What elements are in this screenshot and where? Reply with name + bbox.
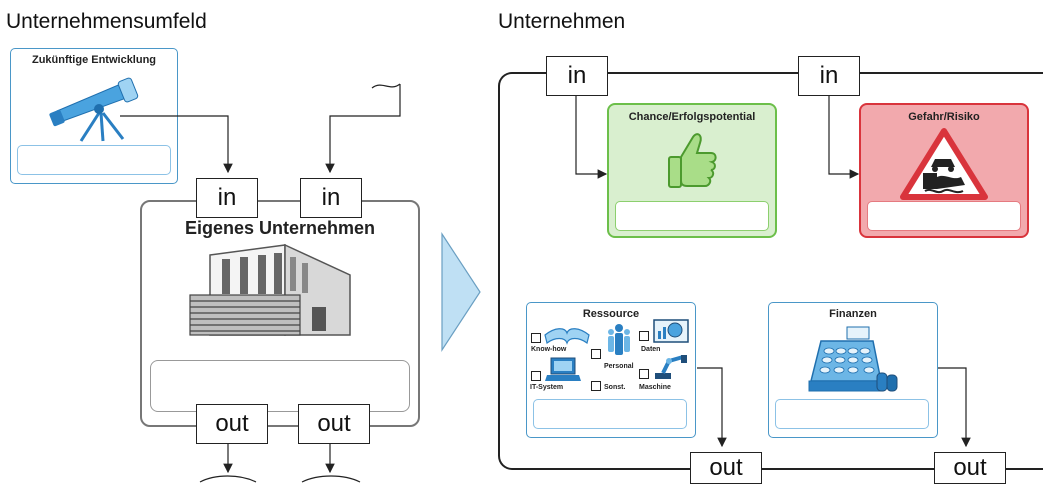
book-icon xyxy=(544,328,590,345)
right-port-out-2[interactable]: out xyxy=(934,452,1006,484)
left-port-out-2[interactable]: out xyxy=(298,404,370,444)
personal-checkbox[interactable] xyxy=(591,349,601,359)
daten-checkbox[interactable] xyxy=(639,331,649,341)
finance-card-field[interactable] xyxy=(775,399,929,429)
resource-card[interactable]: Ressource Know-how Personal Daten IT-Sys… xyxy=(526,302,696,438)
chart-document-icon xyxy=(653,319,689,343)
people-icon xyxy=(608,324,630,355)
resource-card-title: Ressource xyxy=(582,308,640,320)
left-port-out-1[interactable]: out xyxy=(196,404,268,444)
cash-register-icon xyxy=(808,326,898,392)
risk-card-field[interactable] xyxy=(867,201,1021,231)
risk-card[interactable]: Gefahr/Risiko xyxy=(859,103,1029,238)
finance-card[interactable]: Finanzen xyxy=(768,302,938,438)
laptop-icon xyxy=(545,357,581,381)
warning-sign-icon xyxy=(900,128,988,200)
chance-card[interactable]: Chance/Erfolgspotential xyxy=(607,103,777,238)
machine-checkbox[interactable] xyxy=(639,369,649,379)
future-development-title: Zukünftige Entwicklung xyxy=(31,54,157,66)
know-how-checkbox[interactable] xyxy=(531,333,541,343)
telescope-icon xyxy=(49,77,139,142)
it-system-checkbox[interactable] xyxy=(531,371,541,381)
resource-card-field[interactable] xyxy=(533,399,687,429)
daten-label: Daten xyxy=(641,346,661,353)
know-how-label: Know-how xyxy=(531,346,567,353)
own-company-title: Eigenes Unternehmen xyxy=(184,218,376,238)
it-system-label: IT-System xyxy=(530,384,564,391)
future-development-field[interactable] xyxy=(17,145,171,175)
machine-label: Maschine xyxy=(639,384,671,391)
risk-card-title: Gefahr/Risiko xyxy=(908,111,980,123)
other-checkbox[interactable] xyxy=(591,381,601,391)
left-port-in-1[interactable]: in xyxy=(196,178,258,218)
thumbs-up-icon xyxy=(668,133,717,188)
company-frame xyxy=(498,72,1043,470)
right-panel-heading: Unternehmen xyxy=(498,10,626,33)
own-company-field[interactable] xyxy=(150,360,410,412)
right-port-in-1[interactable]: in xyxy=(546,56,608,96)
personal-label: Personal xyxy=(604,363,634,370)
right-port-out-1[interactable]: out xyxy=(690,452,762,484)
other-label: Sonst. xyxy=(604,384,626,391)
left-port-in-2[interactable]: in xyxy=(300,178,362,218)
office-building-icon xyxy=(189,243,351,336)
arrow-triangle-icon xyxy=(441,231,481,353)
robot-arm-icon xyxy=(655,355,687,379)
right-port-in-2[interactable]: in xyxy=(798,56,860,96)
left-panel-heading: Unternehmensumfeld xyxy=(6,10,207,33)
finance-card-title: Finanzen xyxy=(829,308,877,320)
chance-card-title: Chance/Erfolgspotential xyxy=(628,111,756,123)
chance-card-field[interactable] xyxy=(615,201,769,231)
